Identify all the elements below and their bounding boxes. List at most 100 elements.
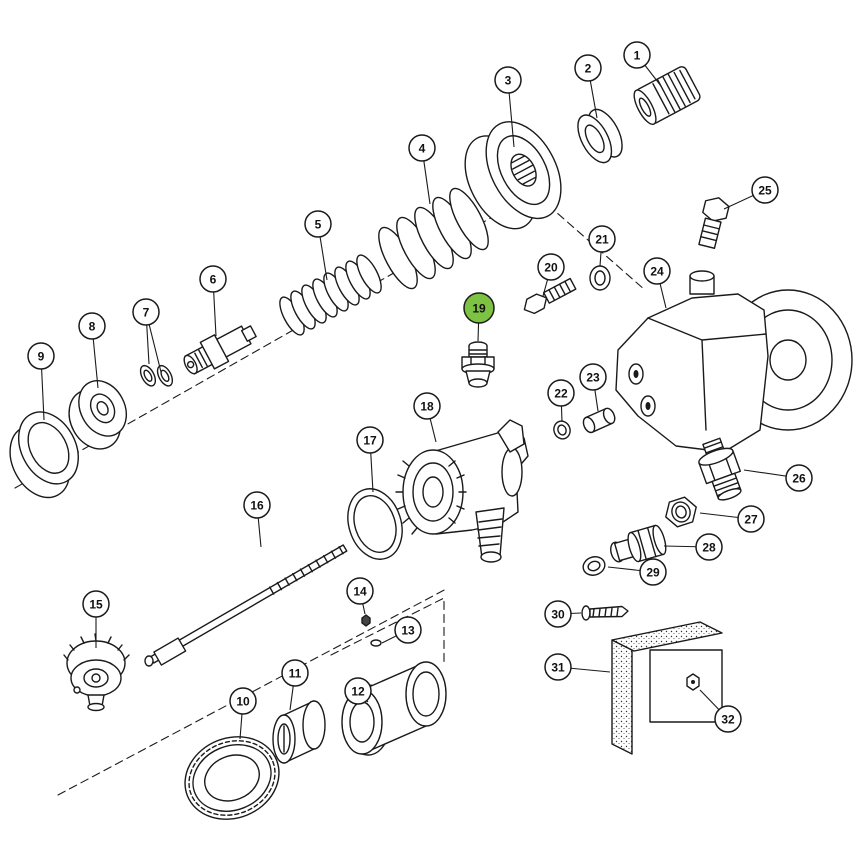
callout-number: 28: [702, 541, 716, 555]
callout-balloon[interactable]: [623, 41, 651, 69]
callout-balloon[interactable]: [588, 225, 616, 253]
callout-number: 30: [551, 608, 565, 622]
callout-29[interactable]: 29: [607, 558, 667, 586]
callout-5[interactable]: 5: [304, 210, 332, 281]
callout-12[interactable]: 12: [344, 677, 372, 705]
callout-balloon[interactable]: [547, 379, 575, 407]
callout-number: 19: [472, 302, 486, 316]
part-22-drawing: [553, 420, 571, 440]
callout-9[interactable]: 9: [27, 342, 55, 421]
callout-11[interactable]: 11: [281, 659, 309, 711]
callout-number: 11: [289, 667, 302, 681]
callout-balloon[interactable]: [785, 464, 813, 492]
callout-6[interactable]: 6: [199, 265, 227, 337]
callout-31[interactable]: 31: [544, 653, 611, 681]
callout-balloon[interactable]: [737, 505, 765, 533]
part-10-drawing: [184, 736, 280, 820]
callout-19[interactable]: 19: [463, 292, 495, 342]
callout-balloon[interactable]: [394, 616, 422, 644]
callout-balloon[interactable]: [579, 363, 607, 391]
callout-balloon[interactable]: [356, 426, 384, 454]
callout-number: 25: [758, 184, 772, 198]
callout-23[interactable]: 23: [579, 363, 607, 412]
callout-28[interactable]: 28: [663, 533, 723, 561]
callout-balloon[interactable]: [229, 687, 257, 715]
callout-number: 22: [554, 387, 568, 401]
callout-balloon[interactable]: [574, 54, 602, 82]
callout-number: 4: [419, 142, 426, 156]
callout-balloon[interactable]: [643, 257, 671, 285]
axis-guide-line: [330, 597, 445, 663]
callout-number: 21: [595, 233, 609, 247]
callout-10[interactable]: 10: [229, 687, 257, 740]
part-18-drawing: [395, 419, 529, 563]
callout-32[interactable]: 32: [699, 689, 742, 733]
callout-number: 23: [586, 371, 600, 385]
callout-balloon[interactable]: [82, 590, 110, 618]
callout-22[interactable]: 22: [547, 379, 575, 423]
callout-21[interactable]: 21: [588, 225, 616, 267]
callout-26[interactable]: 26: [743, 464, 813, 492]
callout-number: 27: [744, 513, 758, 527]
callout-balloon[interactable]: [639, 558, 667, 586]
callout-balloon[interactable]: [78, 312, 106, 340]
callout-balloon[interactable]: [243, 491, 271, 519]
part-23-drawing: [582, 407, 616, 434]
part-28-drawing: [610, 524, 667, 563]
callout-balloon-highlighted[interactable]: [463, 292, 495, 324]
callout-balloon[interactable]: [413, 392, 441, 420]
callout-number: 9: [38, 350, 45, 364]
callout-4[interactable]: 4: [408, 134, 436, 205]
callout-number: 29: [646, 566, 660, 580]
callout-16[interactable]: 16: [243, 491, 271, 548]
part-26-drawing: [698, 437, 742, 501]
part-13-drawing: [370, 639, 382, 647]
part-15-drawing: [63, 633, 130, 712]
callout-balloon[interactable]: [544, 600, 572, 628]
axis-guide-line: [57, 587, 449, 796]
callout-number: 24: [650, 265, 664, 279]
callout-30[interactable]: 30: [544, 600, 582, 628]
callout-balloon[interactable]: [544, 653, 572, 681]
callout-balloon[interactable]: [695, 533, 723, 561]
part-3-drawing: [464, 121, 562, 230]
part-16-drawing: [144, 544, 348, 667]
callout-balloon[interactable]: [199, 265, 227, 293]
callout-17[interactable]: 17: [356, 426, 384, 493]
callout-15[interactable]: 15: [82, 590, 110, 648]
callout-balloon[interactable]: [132, 298, 160, 326]
callout-7[interactable]: 7: [132, 298, 162, 373]
callout-18[interactable]: 18: [413, 392, 441, 443]
callout-balloon[interactable]: [304, 210, 332, 238]
callout-3[interactable]: 3: [494, 66, 522, 148]
callout-20[interactable]: 20: [537, 253, 565, 297]
callout-balloon[interactable]: [281, 659, 309, 687]
part-8-drawing: [68, 380, 128, 450]
callout-balloon[interactable]: [751, 176, 779, 204]
callout-balloon[interactable]: [714, 705, 742, 733]
callout-13[interactable]: 13: [381, 616, 422, 644]
part-14-drawing: [361, 614, 371, 627]
callout-number: 17: [363, 434, 377, 448]
callout-number: 12: [351, 685, 365, 699]
callout-balloon[interactable]: [27, 342, 55, 370]
callout-14[interactable]: 14: [346, 577, 374, 615]
callout-number: 15: [89, 598, 103, 612]
callout-balloon[interactable]: [408, 134, 436, 162]
callout-25[interactable]: 25: [723, 176, 779, 210]
callout-number: 32: [721, 713, 735, 727]
callout-27[interactable]: 27: [699, 505, 765, 533]
callout-2[interactable]: 2: [574, 54, 602, 119]
callout-balloon[interactable]: [537, 253, 565, 281]
callout-1[interactable]: 1: [623, 41, 662, 87]
callout-balloon[interactable]: [494, 66, 522, 94]
callout-balloon[interactable]: [346, 577, 374, 605]
callout-balloon[interactable]: [344, 677, 372, 705]
callout-24[interactable]: 24: [643, 257, 671, 309]
callout-number: 16: [250, 499, 264, 513]
part-1-drawing: [633, 66, 701, 126]
callout-8[interactable]: 8: [78, 312, 106, 389]
part-11-drawing: [272, 700, 326, 764]
